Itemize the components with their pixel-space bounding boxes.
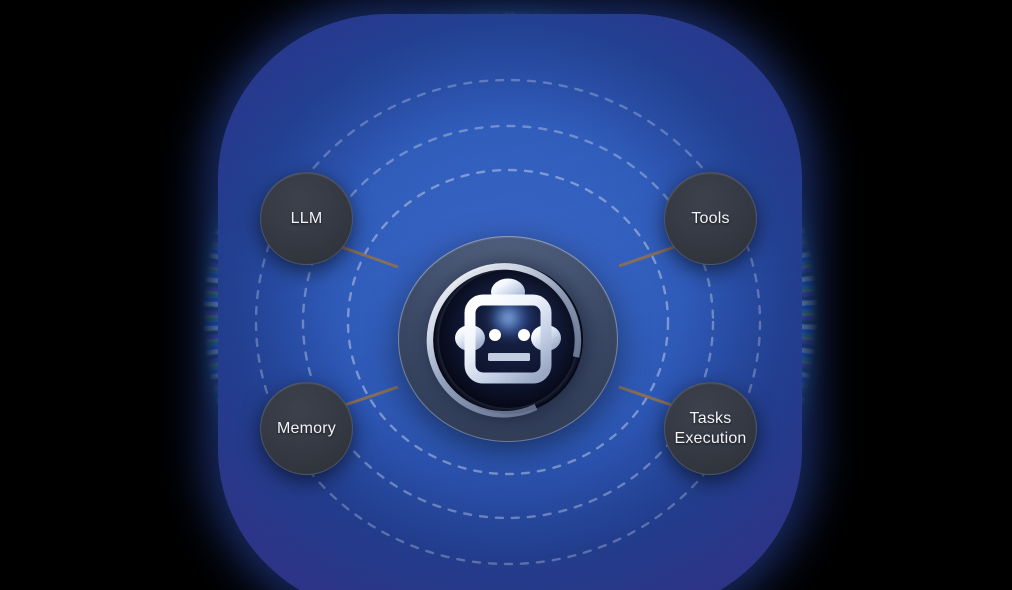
node-tasks-label: Tasks Execution bbox=[674, 409, 747, 447]
node-tools-label: Tools bbox=[691, 209, 730, 227]
node-memory-label: Memory bbox=[277, 419, 336, 437]
robot-icon bbox=[455, 278, 561, 384]
node-tools[interactable]: Tools bbox=[664, 172, 757, 265]
node-tasks[interactable]: Tasks Execution bbox=[664, 382, 757, 475]
node-memory[interactable]: Memory bbox=[260, 382, 353, 475]
agent-hub[interactable] bbox=[398, 236, 618, 442]
node-llm[interactable]: LLM bbox=[260, 172, 353, 265]
node-llm-label: LLM bbox=[290, 209, 323, 227]
